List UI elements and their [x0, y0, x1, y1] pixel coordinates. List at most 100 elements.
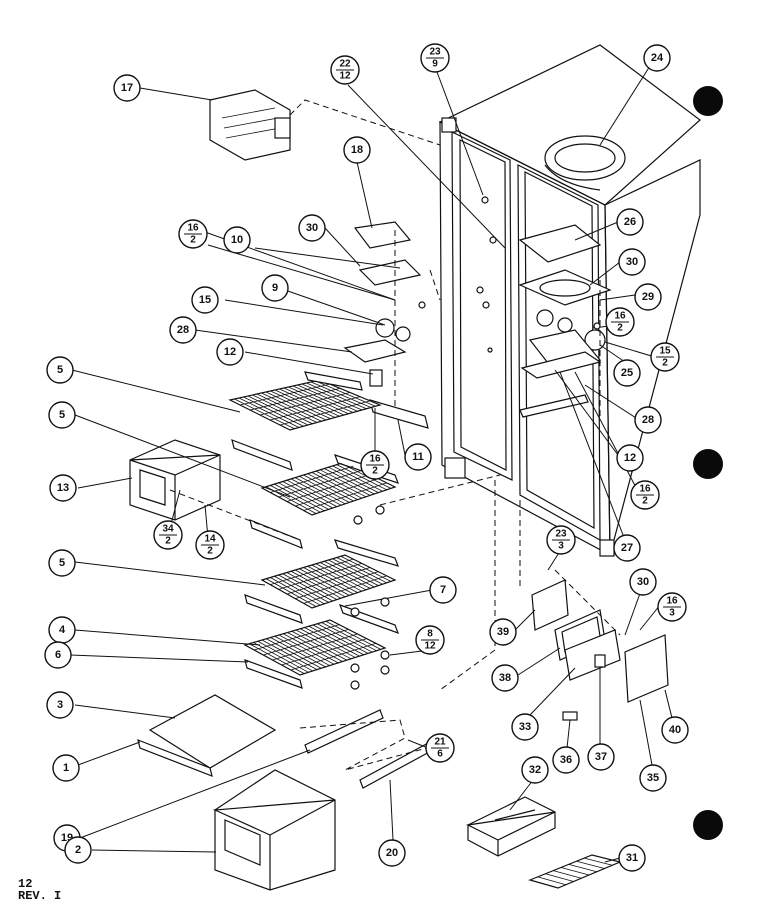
callout-circle: [634, 406, 662, 434]
callout-circle: [511, 713, 539, 741]
callout-25: 25: [613, 359, 641, 387]
fraction-bottom: 2: [662, 358, 668, 369]
callout-number: 27: [621, 542, 633, 554]
callout-35: 35: [639, 764, 667, 792]
ice-maker: [209, 89, 291, 161]
callout-number: 2: [75, 844, 81, 856]
callout-circle: [429, 576, 457, 604]
callout-2: 2: [64, 836, 92, 864]
callout-18: 18: [343, 136, 371, 164]
fraction-top: 34: [162, 524, 174, 535]
callout-number: 30: [637, 576, 649, 588]
callout-number: 28: [642, 414, 654, 426]
callout-circle: [343, 136, 371, 164]
fraction-top: 16: [666, 596, 678, 607]
callout-20: 20: [378, 839, 406, 867]
callout-number: 31: [626, 852, 638, 864]
callout-39: 39: [489, 618, 517, 646]
callout-36: 36: [552, 746, 580, 774]
callout-number: 20: [386, 847, 398, 859]
callout-circle: [521, 756, 549, 784]
callout-circle: [404, 443, 432, 471]
callout-number: 17: [121, 82, 133, 94]
callout-number: 29: [642, 291, 654, 303]
callout-10: 10: [223, 226, 251, 254]
callout-circle: [378, 839, 406, 867]
punch-hole-middle: [693, 449, 723, 479]
page-footer: 12 REV. I: [18, 878, 61, 902]
fraction-top: 16: [639, 484, 651, 495]
fraction-callout-16-2: 162: [178, 219, 208, 249]
callout-37: 37: [587, 743, 615, 771]
fraction-callout-16-2: 162: [360, 450, 390, 480]
callout-number: 36: [560, 754, 572, 766]
callout-40: 40: [661, 716, 689, 744]
fraction-bottom: 9: [432, 59, 438, 70]
evaporator-cover: [353, 221, 412, 249]
callout-31: 31: [618, 844, 646, 872]
freezer-shelf-lower: [244, 539, 399, 624]
callout-number: 5: [59, 557, 65, 569]
fan-bracket: [358, 259, 422, 286]
callout-9: 9: [261, 274, 289, 302]
air-duct-housing: [518, 269, 612, 306]
fraction-callout-15-2: 152: [650, 342, 680, 372]
callout-circle: [169, 316, 197, 344]
callout-circle: [216, 338, 244, 366]
fraction-top: 15: [659, 346, 671, 357]
callout-12: 12: [216, 338, 244, 366]
ice-tray: [528, 854, 622, 889]
fraction-top: 16: [614, 311, 626, 322]
shelf-wire-grids: [234, 380, 392, 675]
callout-number: 30: [306, 222, 318, 234]
drain-tube: [544, 135, 626, 191]
callout-number: 24: [651, 52, 664, 64]
revision-label: REV. I: [18, 889, 62, 903]
callout-number: 12: [624, 452, 636, 464]
callout-number: 4: [59, 624, 66, 636]
loose-screws: [350, 301, 601, 690]
crisper-cover: [137, 694, 277, 777]
fraction-bottom: 2: [190, 235, 196, 246]
callout-24: 24: [643, 44, 671, 72]
callout-circle: [618, 248, 646, 276]
fresh-food-cover: [518, 224, 602, 263]
callout-32: 32: [521, 756, 549, 784]
fraction-callout-23-9: 239: [420, 43, 450, 73]
callout-13: 13: [49, 474, 77, 502]
fraction-callout-34-2: 342: [153, 520, 183, 550]
fraction-top: 16: [187, 223, 199, 234]
callout-30: 30: [618, 248, 646, 276]
callout-circle: [64, 836, 92, 864]
callout-29: 29: [634, 283, 662, 311]
fraction-callout-16-2: 162: [605, 307, 635, 337]
dispenser-frame-33: [564, 629, 621, 681]
callout-5: 5: [48, 549, 76, 577]
dispenser-panel-39: [531, 579, 569, 631]
callout-number: 5: [59, 409, 65, 421]
callout-number: 10: [231, 234, 243, 246]
callout-number: 39: [497, 626, 509, 638]
callout-number: 38: [499, 672, 511, 684]
callout-30: 30: [298, 214, 326, 242]
callout-number: 5: [57, 364, 63, 376]
callout-number: 15: [199, 294, 211, 306]
callout-number: 33: [519, 721, 531, 733]
callout-30: 30: [629, 568, 657, 596]
callout-circle: [46, 356, 74, 384]
callout-number: 30: [626, 256, 638, 268]
callout-circle: [298, 214, 326, 242]
callout-circle: [613, 534, 641, 562]
callout-3: 3: [46, 691, 74, 719]
fan-shroud: [343, 339, 407, 363]
callout-5: 5: [48, 401, 76, 429]
callout-28: 28: [634, 406, 662, 434]
callout-circle: [49, 474, 77, 502]
callout-circle: [52, 754, 80, 782]
fraction-top: 23: [429, 47, 441, 58]
callout-circle: [113, 74, 141, 102]
callout-circle: [643, 44, 671, 72]
callout-circle: [261, 274, 289, 302]
